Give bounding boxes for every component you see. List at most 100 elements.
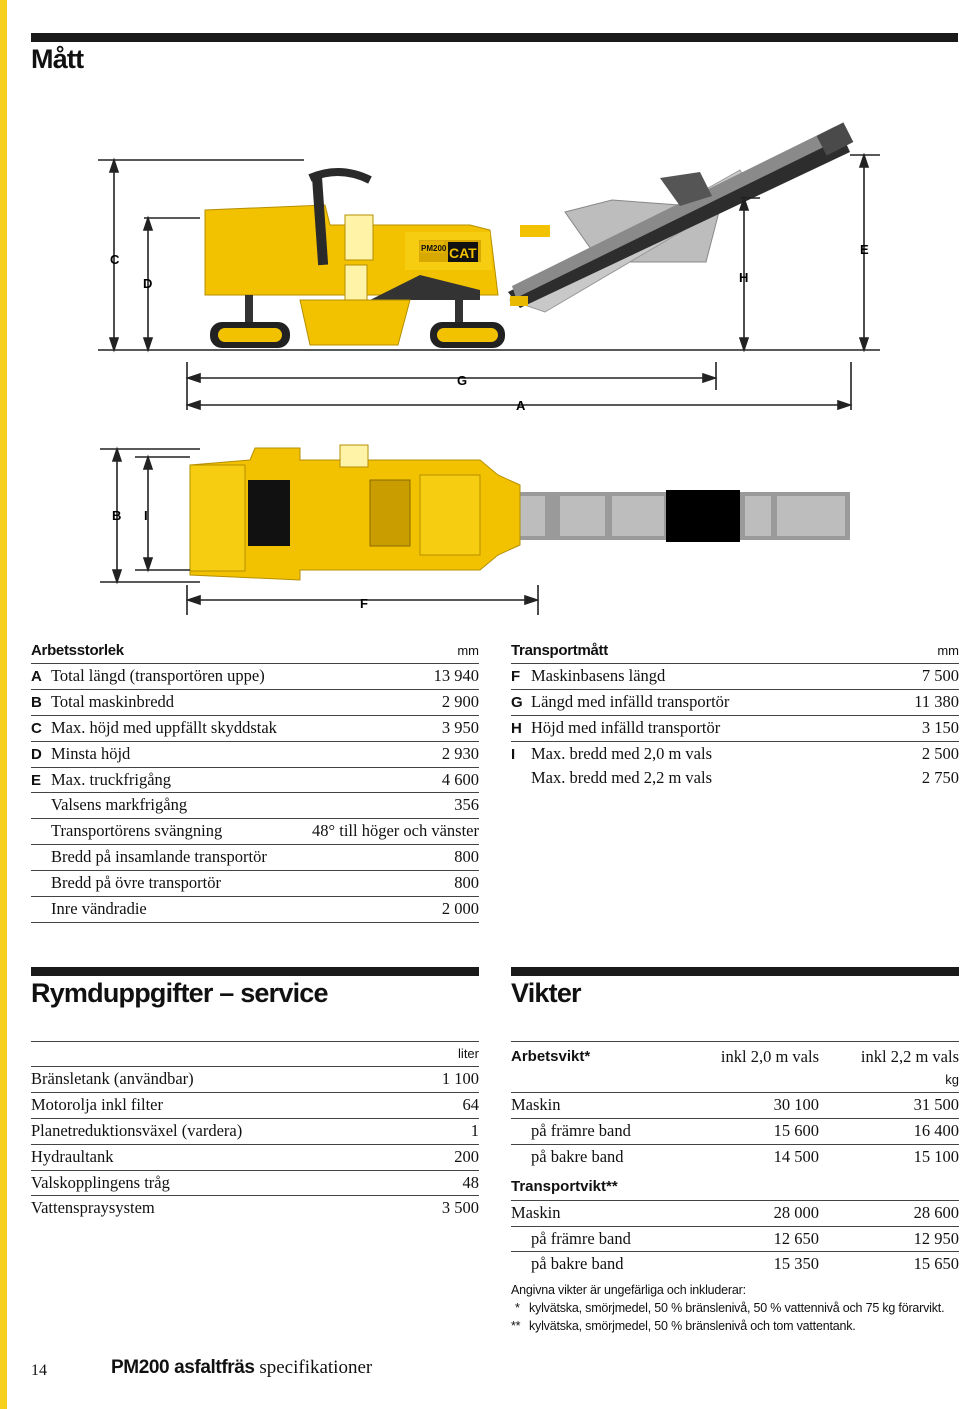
arbetsstorlek-row-value: 800 xyxy=(454,847,479,867)
transportmatt-row-key: H xyxy=(511,719,522,737)
arbetsstorlek-row-label: Valsens markfrigång xyxy=(31,793,187,818)
arbetsstorlek-row: Inre vändradie 2 000 xyxy=(31,897,479,923)
arbetsstorlek-row-text: Bredd på övre transportör xyxy=(51,873,221,893)
machine-side-view: PM200 CAT C D H E G A xyxy=(98,122,880,413)
arbetsstorlek-row-value: 356 xyxy=(454,795,479,815)
machine-body-shape xyxy=(204,167,550,346)
arbetsstorlek-row-value: 4 600 xyxy=(441,769,479,789)
note-1: * kylvätska, smörjmedel, 50 % bränsleniv… xyxy=(511,1299,951,1317)
arbetsstorlek-row-text: Transportörens svängning xyxy=(51,821,223,841)
arbetsstorlek-row-value: 2 930 xyxy=(441,743,479,763)
notes-intro: Angivna vikter är ungefärliga och inklud… xyxy=(511,1283,746,1297)
arbetsstorlek-row-text: Minsta höjd xyxy=(51,743,131,763)
arbetsstorlek-row-key: A xyxy=(31,668,42,685)
arbetsstorlek-row-value: 48° till höger och vänster xyxy=(312,821,479,841)
transportmatt-row-value: 2 500 xyxy=(921,743,959,763)
arbetsstorlek-row-value: 800 xyxy=(454,873,479,893)
weight-row-value-2: 15 100 xyxy=(913,1146,959,1166)
transportmatt-row-key: I xyxy=(511,745,516,763)
transportmatt-row-text: Max. bredd med 2,0 m vals xyxy=(531,743,713,763)
machine-top-view: B I F xyxy=(100,444,850,615)
col1-header: inkl 2,0 m vals xyxy=(720,1047,819,1066)
transportmatt-row-label: F Maskinbasens längd xyxy=(511,664,665,690)
rymd-row-label: Valskopplingens tråg xyxy=(31,1172,170,1192)
rymd-row-value: 200 xyxy=(454,1146,479,1166)
arbetsstorlek-row: Valsens markfrigång 356 xyxy=(31,793,479,820)
transportmatt-row-value: 11 380 xyxy=(914,691,959,711)
rymd-row-value: 1 xyxy=(470,1120,479,1140)
weight-row-label: Maskin xyxy=(511,1202,561,1222)
dim-c-line xyxy=(98,152,880,411)
arbetsstorlek-row-value: 2 900 xyxy=(441,691,479,711)
rymd-row-label: Planetreduktionsväxel (vardera) xyxy=(31,1120,243,1140)
transportmatt-row: I Max. bredd med 2,0 m vals 2 500 xyxy=(511,742,959,767)
transportvikt-header: Transportvikt** xyxy=(511,1170,959,1201)
transportmatt-row-text: Maskinbasens längd xyxy=(531,666,666,685)
rymd-row: Planetreduktionsväxel (vardera) 1 xyxy=(31,1119,479,1145)
rymd-row-value: 3 500 xyxy=(441,1198,479,1218)
arbetsstorlek-row-value: 13 940 xyxy=(433,666,479,685)
weight-row-value-1: 14 500 xyxy=(773,1146,819,1166)
weight-notes: Angivna vikter är ungefärliga och inklud… xyxy=(511,1281,951,1335)
arbetsstorlek-row-key: E xyxy=(31,771,42,789)
transportmatt-row-value: 3 150 xyxy=(921,717,959,737)
arbetsstorlek-row-label: Inre vändradie xyxy=(31,897,147,922)
arbetsstorlek-unit: mm xyxy=(457,643,479,658)
arbetsstorlek-row-text: Total längd (transportören uppe) xyxy=(51,666,265,685)
dim-label-e: E xyxy=(860,242,869,257)
transportmatt-row-key: G xyxy=(511,693,523,711)
note-2-mark: ** xyxy=(511,1319,521,1333)
transportmatt-row-key: F xyxy=(511,668,521,685)
page-number: 14 xyxy=(31,1362,47,1379)
transportvikt-label: Transportvikt** xyxy=(511,1177,618,1195)
vikter-unit-row: kg xyxy=(511,1068,959,1093)
arbetsstorlek-row-text: Inre vändradie xyxy=(51,899,147,919)
arbetsstorlek-row-label: A Total längd (transportören uppe) xyxy=(31,664,265,690)
vikter-arbets-header: Arbetsvikt* inkl 2,0 m vals inkl 2,2 m v… xyxy=(511,1042,959,1068)
weight-row-value-1: 28 000 xyxy=(773,1202,819,1222)
transportmatt-row-value: 2 750 xyxy=(921,767,959,787)
vikter-table: Arbetsvikt* inkl 2,0 m vals inkl 2,2 m v… xyxy=(511,1041,959,1277)
transportmatt-row-value: 7 500 xyxy=(921,666,959,685)
weight-row-value-2: 16 400 xyxy=(913,1120,959,1140)
weight-row-value-2: 31 500 xyxy=(913,1095,959,1114)
yellow-edge-bar xyxy=(0,0,7,1409)
arbetsstorlek-row-text: Total maskinbredd xyxy=(51,691,175,711)
vikter-rule xyxy=(511,967,959,976)
dim-label-a: A xyxy=(516,398,526,413)
rymd-unit: liter xyxy=(458,1046,479,1061)
arbetsstorlek-row-value: 2 000 xyxy=(441,899,479,919)
page-title: Mått xyxy=(31,44,84,74)
rymd-row: Bränsletank (användbar)1 100 xyxy=(31,1067,479,1093)
weight-row-label: Maskin xyxy=(511,1095,561,1114)
rymd-row-label: Motorolja inkl filter xyxy=(31,1094,163,1114)
dim-label-g: G xyxy=(457,373,467,388)
decal-model: PM200 xyxy=(421,244,447,253)
rymd-rule xyxy=(31,967,479,976)
arbetsstorlek-row-label: Transportörens svängning xyxy=(31,819,222,844)
arbetsstorlek-row-value: 3 950 xyxy=(441,717,479,737)
arbetsstorlek-header: Arbetsstorlek mm xyxy=(31,639,479,664)
transportmatt-title: Transportmått xyxy=(511,642,608,659)
arbetsstorlek-row: Transportörens svängning 48° till höger o… xyxy=(31,819,479,846)
transportmatt-row: F Maskinbasens längd 7 500 xyxy=(511,664,959,690)
footer-product: PM200 asfaltfräs xyxy=(111,1357,255,1378)
weight-row-label: på bakre band xyxy=(531,1146,624,1166)
rymd-row-label: Vattenspraysystem xyxy=(31,1198,155,1218)
machine-top-body-shape xyxy=(189,444,521,581)
footer-suffix: specifikationer xyxy=(259,1357,373,1378)
arbetsstorlek-row-key: D xyxy=(31,745,42,763)
